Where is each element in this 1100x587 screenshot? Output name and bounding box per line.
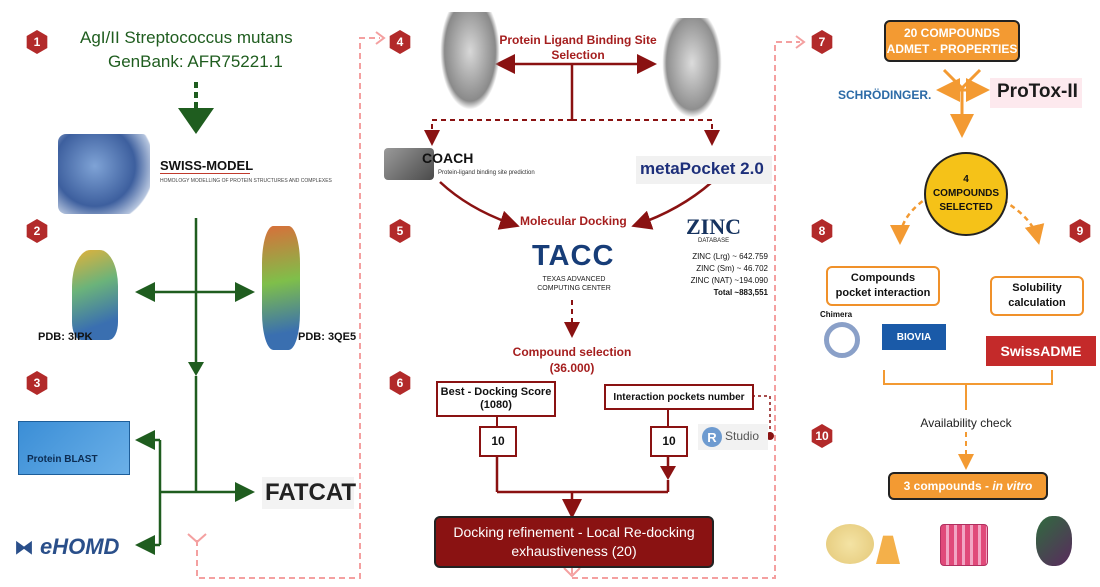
step-marker-10: 10 (811, 424, 833, 448)
swiss-model-underline (160, 173, 250, 174)
protein-blast-logo: Protein BLAST (18, 421, 130, 475)
interaction-pockets-top-box: 10 (650, 426, 688, 457)
compound-selection-label: Compound selection (512, 345, 632, 359)
docking-refinement-line1: Docking refinement - Local Re-docking (453, 524, 695, 540)
dna-icon: ⧓ (14, 537, 34, 559)
swiss-model-subtitle: HOMOLOGY MODELLING OF PROTEIN STRUCTURES… (160, 178, 332, 184)
selected-label: SELECTED (939, 202, 993, 213)
zinc-natural-count: ZINC (NAT) ~194.090 (690, 276, 768, 285)
docking-refinement-line2: exhaustiveness (20) (511, 543, 637, 559)
selected-compounds-label: COMPOUNDS (932, 188, 1000, 199)
protein-surface-image-left (440, 12, 500, 110)
protein-blast-label: Protein BLAST (27, 454, 98, 465)
step-marker-6: 6 (389, 371, 411, 395)
pocket-interaction-box: Compounds pocket interaction (826, 266, 940, 306)
step-marker-7: 7 (811, 30, 833, 54)
pdb-3ipk-structure-image (72, 250, 118, 340)
ehomd-label: eHOMD (40, 534, 120, 559)
chimera-icon (824, 322, 860, 358)
well-plate-icon (940, 524, 988, 566)
rstudio-r-icon: R (702, 427, 722, 447)
rstudio-label: Studio (725, 429, 760, 443)
pdb-3ipk-label: PDB: 3IPK (38, 331, 93, 343)
petri-dish-icon (826, 524, 874, 564)
step-marker-2: 2 (26, 219, 48, 243)
pdb-3qe5-structure-image (262, 226, 300, 350)
rstudio-logo: R Studio (698, 424, 768, 450)
protox-label: ProTox-II (997, 81, 1078, 102)
coach-subtitle: Protein-ligand binding site prediction (438, 170, 535, 176)
zinc-small-count: ZINC (Sm) ~ 46.702 (696, 264, 768, 273)
genbank-id: GenBank: AFR75221.1 (108, 52, 283, 71)
protein-structure-image (58, 134, 150, 214)
interaction-pockets-box: Interaction pockets number (604, 384, 754, 410)
zinc-total-count: Total ~883,551 (713, 288, 768, 297)
step-marker-5: 5 (389, 219, 411, 243)
step-marker-3: 3 (26, 371, 48, 395)
admet-line1: 20 COMPOUNDS (903, 26, 1001, 40)
interaction-pockets-label: Interaction pockets number (613, 391, 745, 403)
zinc-logo: ZINC (686, 214, 742, 239)
best-docking-count: (1080) (480, 399, 512, 411)
compound-selection-count: (36.000) (549, 361, 595, 375)
pocket-interaction-line2: pocket interaction (835, 287, 931, 299)
metapocket-logo-box: metaPocket 2.0 (636, 156, 772, 184)
solubility-line1: Solubility (1012, 282, 1062, 294)
ehomd-logo: ⧓ eHOMD (14, 532, 136, 562)
swissadme-label: SwissADME (1000, 343, 1082, 359)
invitro-compounds-box: 3 compounds - in vitro (888, 472, 1048, 500)
step-marker-8: 8 (811, 219, 833, 243)
coach-label: COACH (422, 150, 474, 166)
solubility-calculation-box: Solubility calculation (990, 276, 1084, 316)
swiss-model-logo: SWISS-MODEL (160, 158, 254, 173)
solubility-line2: calculation (1008, 297, 1066, 309)
biovia-label: BIOVIA (896, 331, 932, 343)
coach-protein-image (384, 148, 434, 180)
step-marker-1: 1 (26, 30, 48, 54)
selected-count: 4 (963, 174, 969, 185)
best-docking-top-value: 10 (491, 434, 505, 448)
schrodinger-logo: SCHRÖDINGER. (838, 88, 932, 102)
protox-logo-box: ProTox-II (990, 78, 1082, 108)
biovia-logo: BIOVIA (882, 324, 946, 350)
interaction-pockets-top-value: 10 (662, 434, 676, 448)
tacc-subtitle-2: COMPUTING CENTER (537, 285, 611, 292)
pocket-interaction-line1: Compounds (850, 272, 916, 284)
pdb-3qe5-label: PDB: 3QE5 (298, 331, 357, 343)
coach-logo: COACH Protein-ligand binding site predic… (384, 148, 540, 182)
molecular-docking-label: Molecular Docking (520, 214, 627, 228)
fatcat-label: FATCAT (265, 479, 357, 506)
admet-line2: ADMET - PROPERTIES (886, 42, 1018, 56)
metapocket-label: metaPocket 2.0 (640, 159, 764, 178)
best-docking-score-box: Best - Docking Score (1080) (436, 381, 556, 417)
tacc-logo: TACC (532, 240, 615, 272)
fatcat-logo-box: FATCAT (262, 477, 357, 509)
step-marker-4: 4 (389, 30, 411, 54)
step-marker-9: 9 (1069, 219, 1091, 243)
chimera-label: Chimera (820, 310, 853, 319)
binding-site-selection-title: Protein Ligand Binding Site Selection (499, 33, 657, 62)
bacteria-icon (1036, 516, 1072, 566)
best-docking-label: Best - Docking Score (440, 386, 552, 398)
invitro-suffix: in vitro (992, 479, 1033, 493)
protein-surface-image-right (662, 18, 722, 118)
invitro-prefix: 3 compounds - (903, 479, 989, 493)
tacc-subtitle-1: TEXAS ADVANCED (542, 276, 606, 283)
selected-compounds-circle: 4 COMPOUNDS SELECTED (924, 152, 1008, 236)
best-docking-top-box: 10 (479, 426, 517, 457)
availability-check-label: Availability check (920, 416, 1012, 430)
protein-title: AgI/II Streptococcus mutans (80, 28, 293, 47)
admet-properties-box: 20 COMPOUNDS ADMET - PROPERTIES (884, 20, 1020, 62)
docking-refinement-box: Docking refinement - Local Re-docking ex… (434, 516, 714, 568)
zinc-large-count: ZINC (Lrg) ~ 642.759 (692, 252, 768, 261)
zinc-subtitle: DATABASE (698, 238, 730, 244)
swissadme-logo: SwissADME (986, 336, 1096, 366)
